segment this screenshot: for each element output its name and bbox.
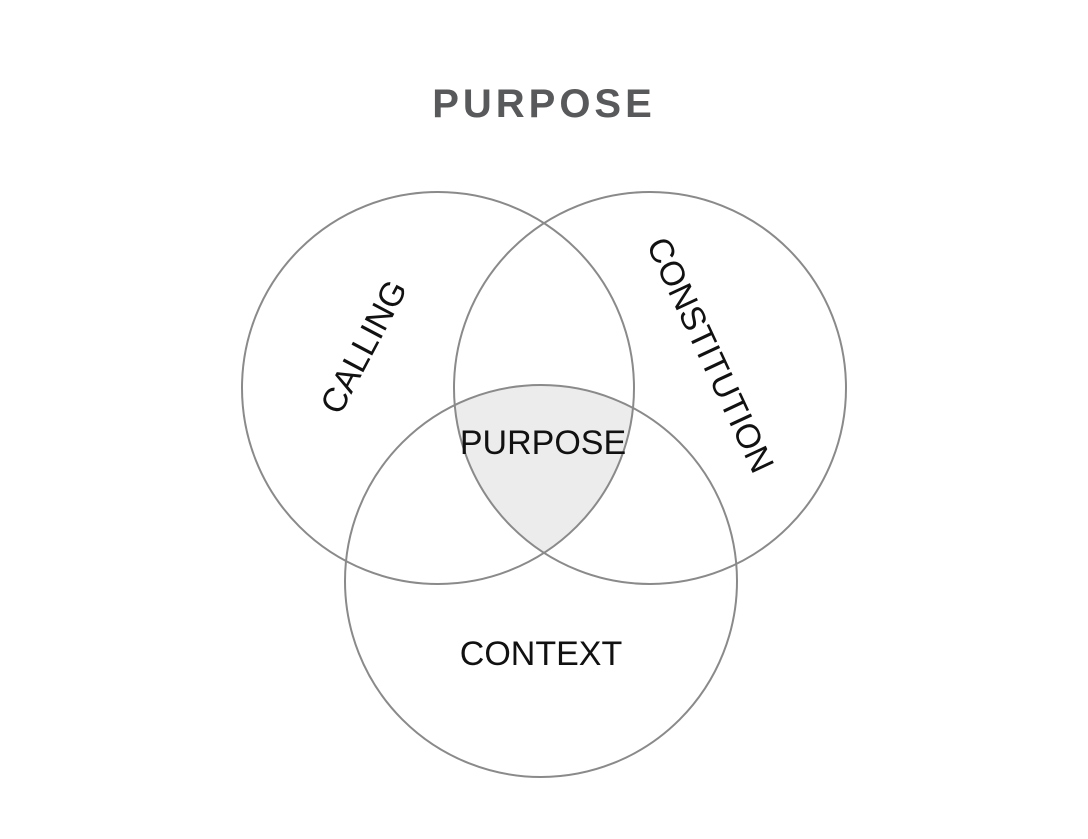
- context-circle: [344, 384, 738, 778]
- context-label: CONTEXT: [460, 635, 622, 673]
- calling-circle: [241, 191, 635, 585]
- calling-label: CALLING: [313, 274, 415, 420]
- constitution-label: CONSTITUTION: [639, 232, 781, 479]
- diagram-title: PURPOSE: [432, 82, 656, 126]
- intersection-label: PURPOSE: [460, 424, 626, 462]
- constitution-circle: [453, 191, 847, 585]
